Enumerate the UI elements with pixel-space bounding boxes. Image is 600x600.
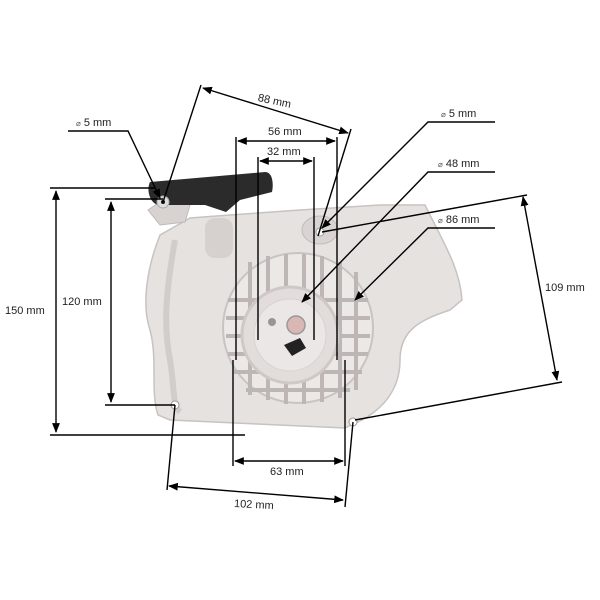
dimension-63-label: 63 mm xyxy=(270,466,304,478)
starter-handle xyxy=(148,172,273,212)
dimension-109-label: 109 mm xyxy=(545,282,585,294)
diameter-icon: ⌀ xyxy=(438,160,443,169)
pulley-diameter-label: ⌀48 mm xyxy=(438,158,480,170)
dimension-120-label: 120 mm xyxy=(62,296,102,308)
dimension-150-label: 150 mm xyxy=(5,305,45,317)
diameter-icon: ⌀ xyxy=(441,110,446,119)
dimension-56-label: 56 mm xyxy=(268,126,302,138)
starter-housing xyxy=(145,194,463,429)
pawl xyxy=(284,338,306,356)
dimension-lines xyxy=(50,84,563,508)
dimension-32-label: 32 mm xyxy=(267,146,301,158)
dimension-102-label: 102 mm xyxy=(233,498,275,513)
mount-hole-diameter-label: ⌀5 mm xyxy=(441,108,477,120)
handle-hole-diameter-label: ⌀5 mm xyxy=(76,117,112,129)
diameter-icon: ⌀ xyxy=(438,216,443,225)
diameter-icon: ⌀ xyxy=(76,119,81,128)
grille-diameter-label: ⌀86 mm xyxy=(438,214,480,226)
